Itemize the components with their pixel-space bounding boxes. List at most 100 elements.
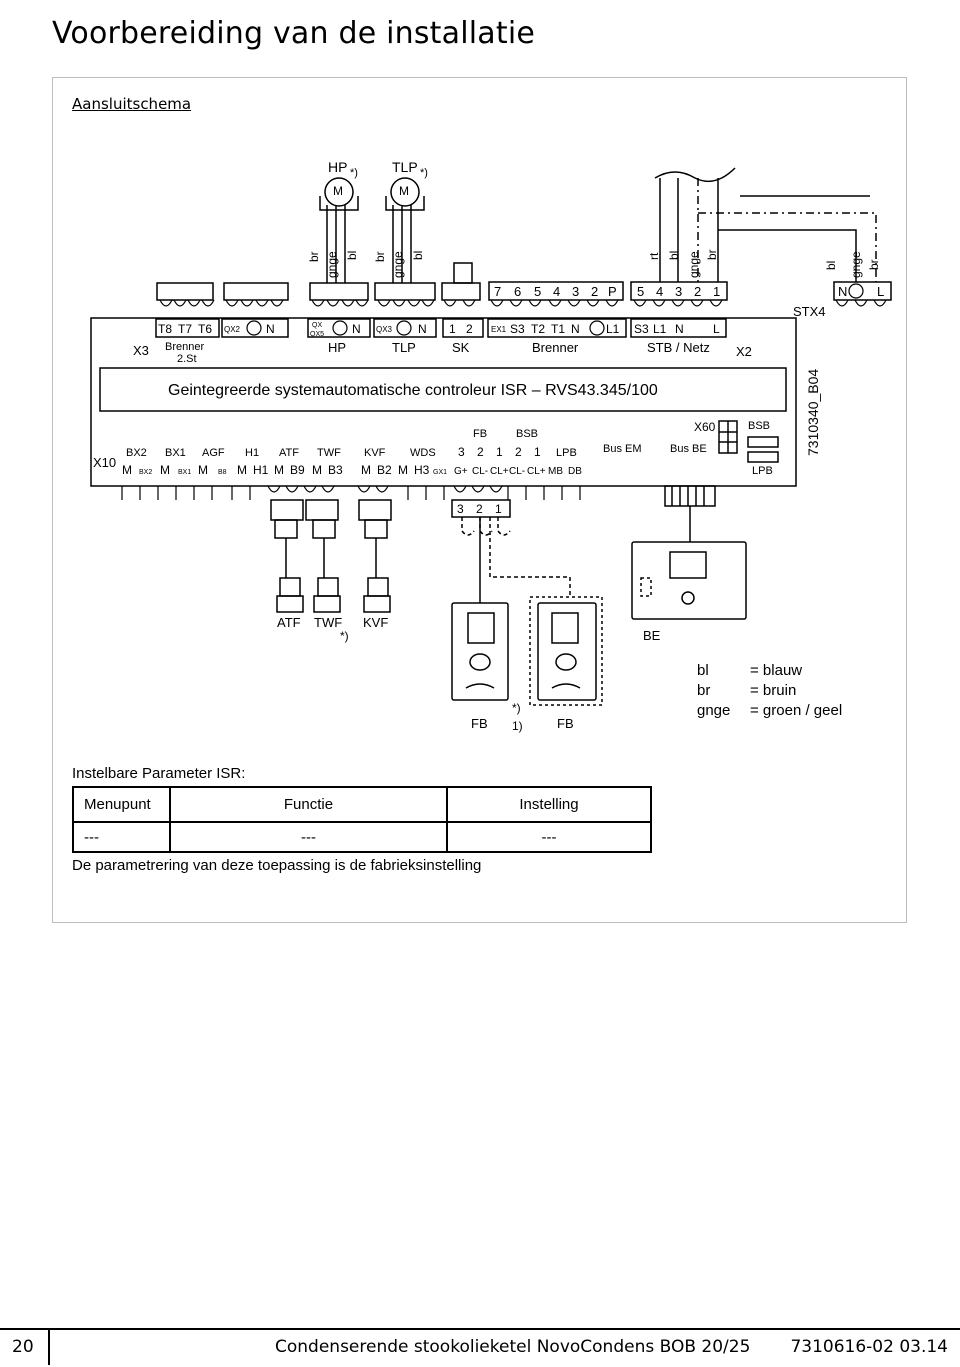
bt-clminus2: CL- (509, 466, 525, 477)
bt-bx2: BX2 (139, 469, 152, 476)
connector-x10: X10 (93, 455, 116, 470)
term-s3b: S3 (634, 322, 649, 336)
group-stb-netz: STB / Netz (647, 340, 710, 355)
bt-m6: M (312, 463, 322, 477)
connector-x60: X60 (694, 420, 716, 434)
group-sk: SK (452, 340, 470, 355)
wire-br-tlp: br (373, 251, 387, 262)
wire-rt-mains: rt (647, 252, 661, 260)
legend-meaning: = blauw (750, 662, 802, 679)
wire-gnge-hp: gnge (325, 251, 339, 278)
wire-br-stx4: br (867, 259, 881, 270)
table-cell: --- (446, 821, 652, 853)
motor-tlp-m: M (399, 184, 409, 198)
bt-b2: B2 (377, 463, 392, 477)
bottom-bus-em: Bus EM (603, 443, 642, 455)
wire-bl-stx4: bl (824, 261, 838, 270)
table-cell: --- (169, 821, 448, 853)
wire-br-hp: br (307, 251, 321, 262)
bt-m8: M (398, 463, 408, 477)
drawing-number: 7310340_B04 (805, 369, 821, 456)
bottom-bsb-box: BSB (748, 420, 770, 432)
wire-gnge-tlp: gnge (391, 251, 405, 278)
motor-hp-star: *) (350, 167, 358, 179)
bottom-wds: WDS (410, 447, 436, 459)
document-title: Condenserende stookolieketel NovoCondens… (275, 1337, 751, 1357)
bottom-atf: ATF (279, 447, 299, 459)
term-qx2: QX2 (224, 325, 241, 334)
parameter-heading: Instelbare Parameter ISR: (72, 765, 246, 782)
legend-meaning: = groen / geel (750, 702, 842, 719)
stx4-l: L (877, 284, 884, 299)
term-t2: T2 (531, 322, 545, 336)
term-t7: T7 (178, 322, 192, 336)
legend-code: bl (697, 662, 709, 679)
wire-br-mains: br (705, 249, 719, 260)
wire-gnge-mains: gnge (687, 251, 701, 278)
section-title: Aansluitschema (72, 95, 192, 113)
controller-label: Geintegreerde systemautomatische control… (168, 382, 658, 399)
motor-hp-label: HP (328, 159, 347, 175)
terminal-4b: 4 (656, 284, 663, 299)
term-2: 2 (466, 322, 473, 336)
table-cell: --- (72, 821, 171, 853)
bottom-bus-be: Bus BE (670, 443, 707, 455)
motor-hp-m: M (333, 184, 343, 198)
sensor-atf: ATF (277, 615, 301, 630)
bt-b3: B3 (328, 463, 343, 477)
bt-clplus: CL+ (490, 466, 509, 477)
term-qx: QX (312, 322, 322, 329)
plug-1: 1 (495, 502, 502, 516)
group-tlp: TLP (392, 340, 416, 355)
terminal-3: 3 (572, 284, 579, 299)
bt-m2: M (160, 463, 170, 477)
term-n5: N (675, 322, 684, 336)
term-n1: N (266, 322, 275, 336)
bt-gx1: GX1 (433, 469, 447, 476)
wire-gnge-stx4: gnge (849, 251, 863, 278)
group-brenner: Brenner (532, 340, 579, 355)
column-header: Instelling (446, 786, 652, 823)
term-s3: S3 (510, 322, 525, 336)
bt-m3: M (198, 463, 208, 477)
bottom-bsb: BSB (516, 428, 538, 440)
terminal-5: 5 (534, 284, 541, 299)
plug-3: 3 (457, 502, 464, 516)
bottom-fb: FB (473, 428, 487, 440)
term-t1: T1 (551, 322, 565, 336)
term-n4: N (571, 322, 580, 336)
terminal-6: 6 (514, 284, 521, 299)
page-title: Voorbereiding van de installatie (52, 16, 536, 52)
bt-m4: M (237, 463, 247, 477)
bt-b9: B9 (290, 463, 305, 477)
term-l: L (713, 322, 720, 336)
device-star: *) (512, 701, 521, 715)
terminal-3b: 3 (675, 284, 682, 299)
bottom-2: 2 (477, 445, 484, 459)
terminal-p: P (608, 284, 617, 299)
bt-h3: H3 (414, 463, 430, 477)
parameter-table: Menupunt Functie Instelling --- --- --- (72, 786, 652, 853)
stx4-n: N (838, 284, 847, 299)
bt-h1: H1 (253, 463, 269, 477)
motor-tlp-star: *) (420, 167, 428, 179)
connector-x3: X3 (133, 343, 149, 358)
bottom-lpb-box: LPB (752, 465, 773, 477)
bottom-bx1: BX1 (165, 447, 186, 459)
wire-legend: bl = blauw br = bruin gnge = groen / gee… (697, 662, 842, 719)
footer: 20 Condenserende stookolieketel NovoCond… (0, 1328, 960, 1367)
wire-bl-mains: bl (667, 251, 681, 260)
terminal-2: 2 (591, 284, 598, 299)
wire-bl-tlp: bl (411, 251, 425, 260)
bt-gplus: G+ (454, 466, 468, 477)
bt-db: DB (568, 466, 582, 477)
term-qx3: QX3 (376, 325, 393, 334)
bottom-h1: H1 (245, 447, 259, 459)
controller-label-box (99, 367, 787, 412)
terminal-5b: 5 (637, 284, 644, 299)
terminal-2b: 2 (694, 284, 701, 299)
term-qx5: QX5 (310, 331, 324, 338)
bt-b8: B8 (218, 469, 227, 476)
bt-m1: M (122, 463, 132, 477)
group-hp: HP (328, 340, 346, 355)
